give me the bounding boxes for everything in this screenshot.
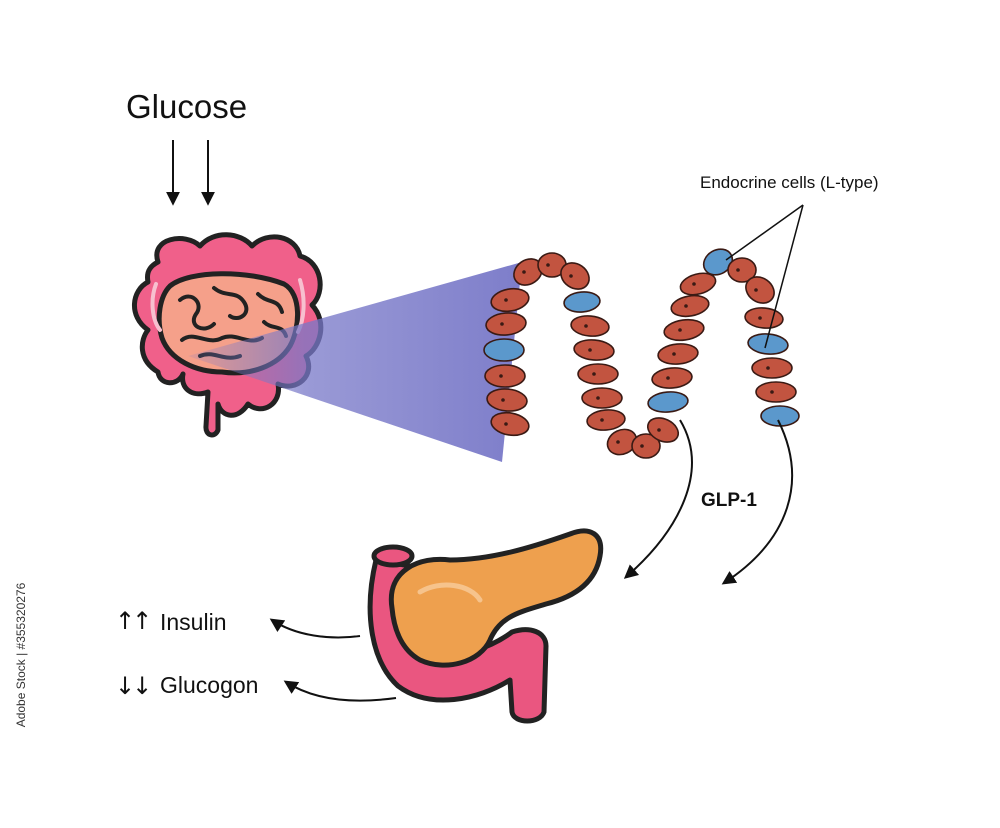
cell-nucleus (501, 398, 505, 402)
l-type-endocrine-cell (563, 291, 601, 313)
cell-nucleus (666, 376, 670, 380)
epithelial-cell (679, 272, 717, 296)
cell-nucleus (499, 374, 503, 378)
cell-nucleus (588, 348, 592, 352)
cell-nucleus (504, 422, 508, 426)
cell-nucleus (736, 268, 740, 272)
endocrine-cells-label: Endocrine cells (L-type) (700, 173, 879, 192)
epithelial-cell (573, 339, 615, 361)
cell-nucleus (522, 270, 526, 274)
endocrine-leader-lines (725, 204, 804, 349)
cell-nucleus (678, 328, 682, 332)
cell-nucleus (692, 282, 696, 286)
l-type-endocrine-cell (702, 248, 734, 276)
cell-nucleus (569, 274, 573, 278)
cell-nucleus (616, 440, 620, 444)
cell-nucleus (672, 352, 676, 356)
curved-arrow-icon (269, 618, 361, 639)
epithelial-cell (486, 388, 528, 412)
cell-nucleus (592, 372, 596, 376)
epithelial-cell (490, 411, 530, 437)
epithelial-cell (755, 381, 797, 403)
cell-nucleus (546, 263, 550, 267)
insulin-label: Insulin (160, 609, 227, 635)
epithelial-cell (490, 287, 530, 313)
cell-nucleus (766, 366, 770, 370)
cell-nucleus (770, 390, 774, 394)
epithelial-cell (751, 357, 793, 379)
epithelial-cell (485, 312, 527, 336)
cell-nucleus (584, 324, 588, 328)
glucagon-down-arrows-icon: ↓↓ (115, 672, 152, 700)
curved-arrow-icon (623, 419, 693, 579)
epithelial-cell (570, 315, 610, 337)
cell-nucleus (758, 316, 762, 320)
cell-nucleus (500, 322, 504, 326)
curved-arrow-icon (283, 680, 397, 702)
epithelial-cell (577, 363, 619, 385)
cell-nucleus (657, 428, 661, 432)
l-type-endocrine-cell (483, 338, 525, 362)
epithelial-cell (484, 364, 526, 388)
glucose-down-arrows (166, 140, 215, 206)
cell-nucleus (600, 418, 604, 422)
epithelial-cell (745, 276, 775, 304)
glucose-label: Glucose (126, 88, 248, 125)
epithelial-cell (651, 367, 693, 389)
epithelial-cell (581, 387, 623, 409)
cell-nucleus (684, 304, 688, 308)
cell-nucleus (754, 288, 758, 292)
epithelial-cell (560, 262, 590, 290)
epithelial-cell (586, 409, 626, 431)
cell-nucleus (504, 298, 508, 302)
curved-arrow-icon (721, 419, 793, 585)
epithelial-cell (657, 343, 699, 365)
cell-nucleus (596, 396, 600, 400)
epithelial-cell (663, 318, 705, 342)
epithelial-cell (670, 294, 710, 318)
epithelial-cell (631, 433, 661, 459)
epithelial-cell (727, 257, 757, 283)
cell-nucleus (640, 444, 644, 448)
epithelial-cell (606, 428, 638, 456)
glp1-label: GLP-1 (701, 490, 757, 511)
zoom-cone (188, 262, 522, 462)
l-type-endocrine-cell (647, 391, 689, 413)
glucagon-label: Glucogon (160, 672, 259, 698)
epithelial-cell (646, 417, 680, 443)
insulin-up-arrows-icon: ↑↑ (115, 607, 152, 635)
epithelial-cell (744, 307, 784, 329)
villi-epithelium (483, 248, 800, 459)
stock-id-watermark: Adobe Stock | #355320276 (14, 582, 28, 728)
pancreas-icon (367, 528, 604, 724)
